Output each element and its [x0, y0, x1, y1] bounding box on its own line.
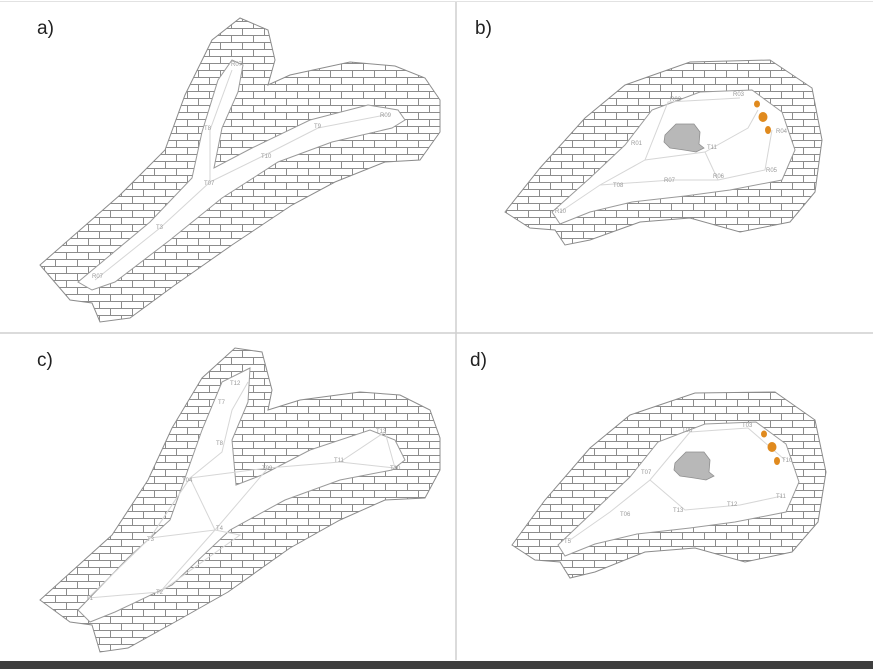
station-label: T9: [314, 124, 322, 130]
panel-c: T12 T7 T8 T09 T04 T3 T4 T13 T11 T10 T2 T…: [39, 347, 441, 653]
marker-dot: [765, 126, 771, 134]
station-label: T3: [156, 225, 164, 231]
survey-lines: [569, 427, 786, 541]
cave-passage: [551, 89, 796, 225]
panel-label-b: b): [475, 18, 492, 39]
station-label: T1: [86, 596, 94, 602]
cave-passage: [557, 421, 800, 557]
cave-passage: [77, 367, 406, 623]
station-label: T7: [218, 400, 226, 406]
marker-dot: [754, 100, 760, 108]
rock-feature: [673, 451, 715, 481]
panel-b: R02 R03 R01 T11 R04 T08 R07 R06 R05 R10: [504, 59, 823, 246]
station-label: R09: [380, 113, 392, 119]
station-label: T13: [673, 508, 684, 514]
station-label: R05: [766, 168, 778, 174]
top-border: [0, 1, 873, 2]
station-label: T2: [156, 590, 164, 596]
bottom-bar: [0, 661, 873, 669]
station-label: R07: [92, 274, 104, 280]
station-label: T13: [376, 429, 387, 435]
station-label: T4: [216, 526, 224, 532]
marker-dot: [774, 457, 780, 465]
markers: [754, 100, 771, 134]
station-label: R01: [631, 141, 643, 147]
rock-feature: [663, 123, 705, 153]
station-label: T08: [613, 183, 624, 189]
station-label: T5: [564, 539, 572, 545]
station-label: T3: [147, 537, 155, 543]
station-label: T12: [230, 381, 241, 387]
panel-label-c: c): [37, 350, 53, 371]
station-label: T07: [641, 470, 652, 476]
station-label: R10: [555, 209, 567, 215]
station-label: T8: [216, 441, 224, 447]
station-label: T8: [204, 126, 212, 132]
station-label: R04: [776, 129, 788, 135]
station-labels: T08 T03 T07 T10 T06 T13 T12 T11 T5: [564, 423, 793, 545]
station-label: R02: [670, 97, 682, 103]
station-label: R06: [713, 174, 725, 180]
station-label: T04: [182, 478, 193, 484]
marker-dot: [758, 112, 768, 122]
station-label: T10: [782, 458, 793, 464]
station-label: T06: [620, 512, 631, 518]
panel-a: R07 T8 T9 R09 T10 T07 T3 R07: [39, 17, 441, 323]
station-label: R07: [664, 178, 676, 184]
survey-lines: [94, 69, 386, 281]
station-label: R03: [733, 92, 745, 98]
panel-label-a: a): [37, 18, 54, 39]
station-labels: R07 T8 T9 R09 T10 T07 T3 R07: [92, 62, 392, 280]
survey-lines: [559, 97, 773, 213]
station-label: T10: [261, 154, 272, 160]
station-label: T11: [776, 494, 787, 500]
markers: [761, 430, 780, 465]
marker-dot: [767, 442, 777, 452]
station-label: R07: [231, 62, 243, 68]
station-label: T12: [727, 502, 738, 508]
station-label: T08: [682, 428, 693, 434]
station-label: T11: [707, 145, 718, 151]
station-label: T03: [742, 423, 753, 429]
survey-lines: [87, 381, 396, 599]
station-label: T07: [204, 181, 215, 187]
panel-d: T08 T03 T07 T10 T06 T13 T12 T11 T5: [511, 391, 827, 579]
station-label: T10: [390, 466, 401, 472]
station-label: T09: [262, 466, 273, 472]
cave-passage: [77, 59, 406, 291]
panel-label-d: d): [470, 350, 487, 371]
station-labels: R02 R03 R01 T11 R04 T08 R07 R06 R05 R10: [555, 92, 788, 215]
station-labels: T12 T7 T8 T09 T04 T3 T4 T13 T11 T10 T2 T…: [86, 381, 401, 602]
marker-dot: [761, 430, 767, 438]
station-label: T11: [334, 458, 345, 464]
